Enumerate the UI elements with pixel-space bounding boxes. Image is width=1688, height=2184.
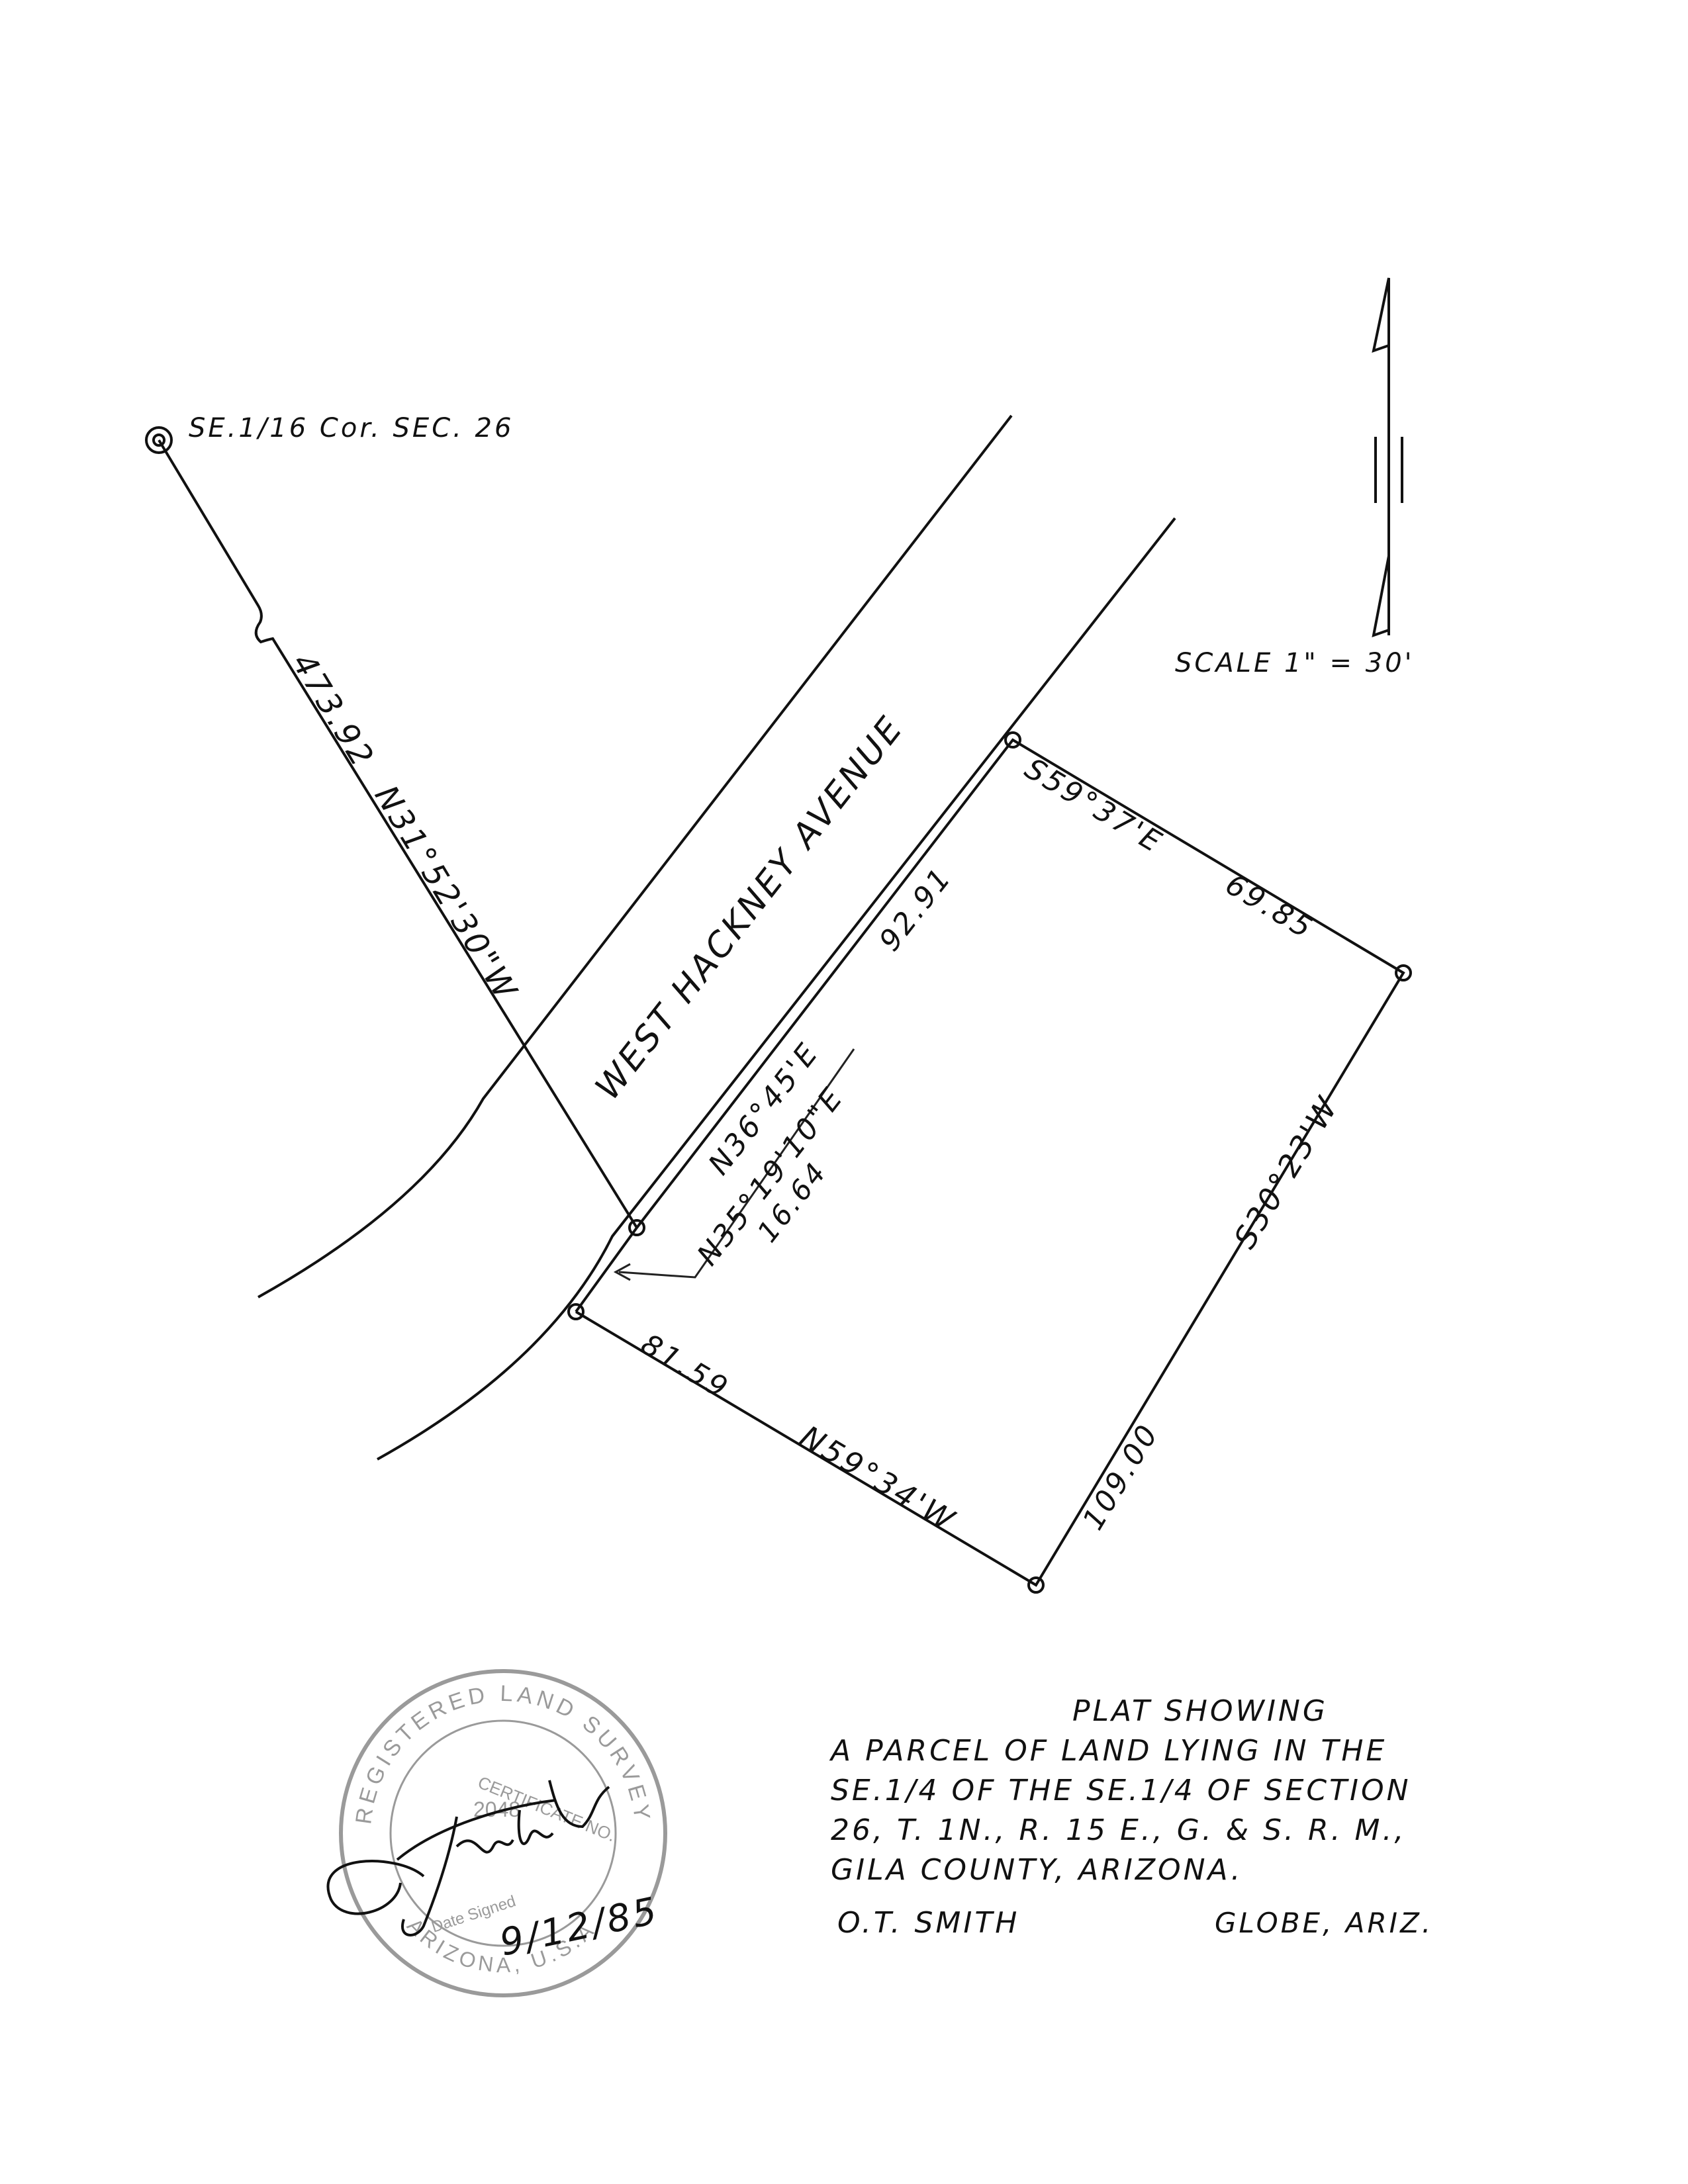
signature	[326, 1780, 610, 1936]
title-line-4: 26, T. 1N., R. 15 E., G. & S. R. M.,	[831, 1813, 1406, 1847]
front-distance: 92.91	[872, 860, 959, 957]
street-north-line	[258, 414, 1013, 1298]
seal-ring-text: REGISTERED LAND SURVEYOR	[0, 0, 655, 1826]
monument-marker	[145, 426, 173, 454]
corner-marker-southwest	[567, 1303, 585, 1320]
north-arrow	[1372, 277, 1403, 638]
surveyor-seal: REGISTERED LAND SURVEYOR ARIZONA, U.S.A.…	[0, 0, 667, 1997]
northeast-distance: 69.85	[1219, 868, 1319, 946]
signature-date: 9/12/85	[496, 1889, 663, 1964]
street-south-line	[377, 517, 1176, 1461]
curve-call-leader	[618, 1048, 855, 1279]
surveyor-location: GLOBE, ARIZ.	[1215, 1907, 1433, 1939]
tie-line	[158, 439, 638, 1229]
title-line-5: GILA COUNTY, ARIZONA.	[831, 1853, 1243, 1887]
title-line-3: SE.1/4 OF THE SE.1/4 OF SECTION	[831, 1774, 1411, 1807]
title-block: PLAT SHOWING A PARCEL OF LAND LYING IN T…	[829, 1694, 1433, 1940]
south-bearing: N59°34'W	[794, 1418, 962, 1539]
corner-marker-south	[1027, 1576, 1045, 1594]
corner-marker-west	[628, 1219, 645, 1236]
tie-distance: 473.92	[285, 647, 382, 774]
corner-marker-east	[1395, 964, 1412, 981]
surveyor-name: O.T. SMITH	[837, 1906, 1019, 1940]
south-distance: 81.59	[635, 1328, 735, 1406]
east-bearing: S30°23'W	[1227, 1089, 1346, 1254]
title-line-2: A PARCEL OF LAND LYING IN THE	[829, 1734, 1387, 1768]
title-line-1: PLAT SHOWING	[1072, 1694, 1328, 1728]
northeast-bearing: S59°37'E	[1019, 752, 1169, 860]
curve-segment	[575, 1226, 638, 1313]
east-distance: 109.00	[1076, 1418, 1166, 1536]
corner-marker-north	[1004, 731, 1021, 749]
monument-label: SE.1/16 Cor. SEC. 26	[189, 413, 514, 443]
leader-arrowhead	[613, 1263, 631, 1281]
parcel-boundary	[575, 738, 1405, 1587]
scale-label: SCALE 1" = 30'	[1175, 648, 1415, 678]
tie-bearing: N31°52'30"W	[367, 779, 526, 1008]
street-name: WEST HACKNEY AVENUE	[588, 708, 912, 1107]
